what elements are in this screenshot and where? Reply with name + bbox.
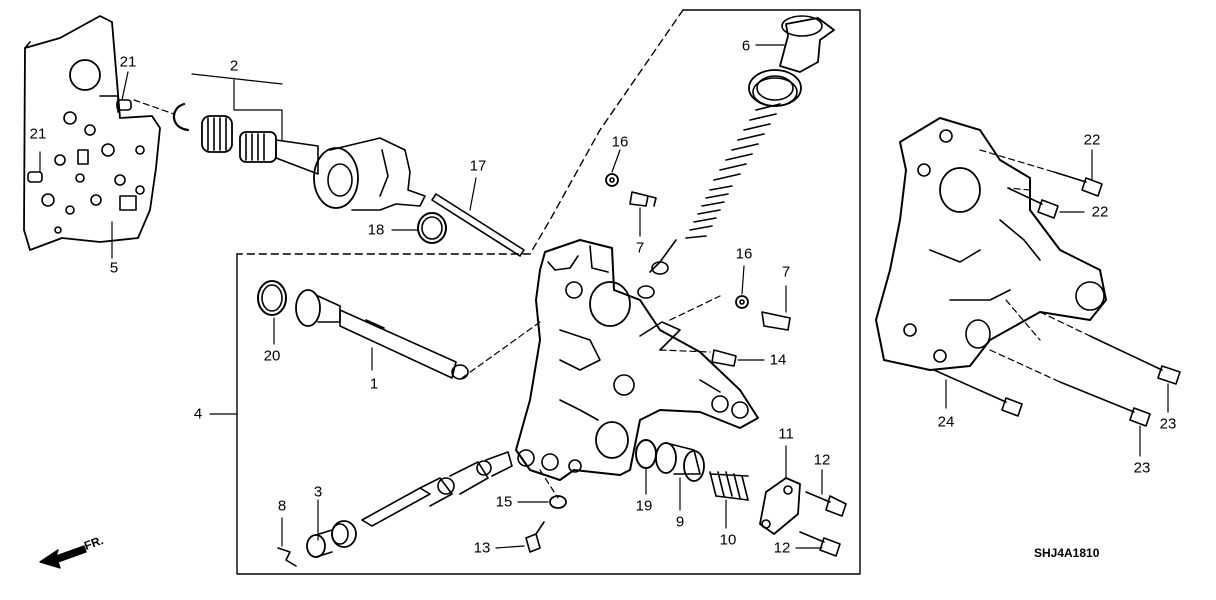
servo-cover	[759, 477, 801, 535]
servo-piston	[655, 442, 705, 482]
callout-23-upper: 23	[1159, 415, 1177, 433]
callout-16-upper: 16	[611, 133, 629, 151]
callout-4: 4	[193, 405, 203, 423]
callout-16-lower: 16	[735, 245, 753, 263]
callout-12-lower: 12	[773, 539, 791, 557]
callout-15: 15	[495, 493, 513, 511]
bolt-22-lower	[1007, 187, 1059, 219]
bolt-7-lower	[761, 311, 791, 331]
bolt-13	[525, 521, 545, 553]
servo-spring	[709, 471, 749, 501]
shift-valve-spool	[361, 449, 535, 527]
needle-bearing	[201, 115, 233, 153]
callout-24: 24	[937, 413, 955, 431]
servo-valve-body	[515, 239, 759, 481]
bolt-23-lower	[1059, 381, 1151, 427]
bolt-23-upper	[1089, 335, 1181, 385]
callout-9: 9	[675, 513, 685, 531]
callout-2: 2	[229, 57, 239, 75]
callout-7-lower: 7	[781, 263, 791, 281]
front-direction-arrow	[39, 545, 87, 569]
washer-15	[549, 495, 567, 509]
callout-17: 17	[469, 157, 487, 175]
callout-18: 18	[367, 221, 385, 239]
callout-11: 11	[778, 425, 794, 443]
callout-19: 19	[635, 497, 653, 515]
callout-8: 8	[277, 497, 287, 515]
dowel-pin-upper	[116, 99, 132, 111]
accumulator-spring-upper	[637, 69, 802, 299]
o-ring-20	[257, 280, 287, 316]
callout-7-upper: 7	[635, 239, 645, 257]
drawing-code: SHJ4A1810	[1034, 546, 1100, 560]
bolt-14	[711, 349, 737, 367]
assembly-4-frame	[236, 9, 861, 575]
callout-20: 20	[263, 347, 281, 365]
servo-shaft	[295, 289, 469, 380]
bolt-7-upper	[629, 191, 657, 207]
callout-14: 14	[769, 351, 787, 369]
retaining-clip	[277, 547, 297, 567]
callout-5: 5	[109, 259, 119, 277]
snap-ring	[172, 102, 190, 132]
stator-shaft-assembly	[239, 131, 426, 211]
washer-16-upper	[605, 173, 619, 187]
o-ring-18	[417, 212, 447, 244]
callout-13: 13	[473, 539, 491, 557]
bolt-24	[933, 369, 1023, 417]
callout-3: 3	[313, 483, 323, 501]
main-valve-body	[875, 117, 1107, 371]
callout-12-upper: 12	[813, 451, 831, 469]
separator-plate	[23, 15, 161, 251]
bolt-22-upper	[1053, 171, 1103, 197]
feed-pipe	[431, 193, 525, 257]
callout-22-upper: 22	[1083, 131, 1101, 149]
callout-22-lower: 22	[1091, 203, 1109, 221]
callout-23-lower: 23	[1133, 459, 1151, 477]
callout-6: 6	[741, 37, 751, 55]
callout-10: 10	[719, 531, 737, 549]
dowel-pin-lower	[27, 171, 43, 183]
valve-sleeve	[306, 520, 357, 558]
o-ring-19	[635, 439, 657, 469]
accumulator-cover	[779, 15, 835, 73]
bolt-12-upper	[805, 491, 847, 517]
callout-21-upper: 21	[119, 53, 137, 71]
leader-lines	[39, 44, 1169, 549]
callout-1: 1	[369, 375, 379, 393]
callout-21-lower: 21	[29, 125, 47, 143]
bolt-12-lower	[799, 531, 841, 557]
washer-16-lower	[735, 295, 749, 309]
